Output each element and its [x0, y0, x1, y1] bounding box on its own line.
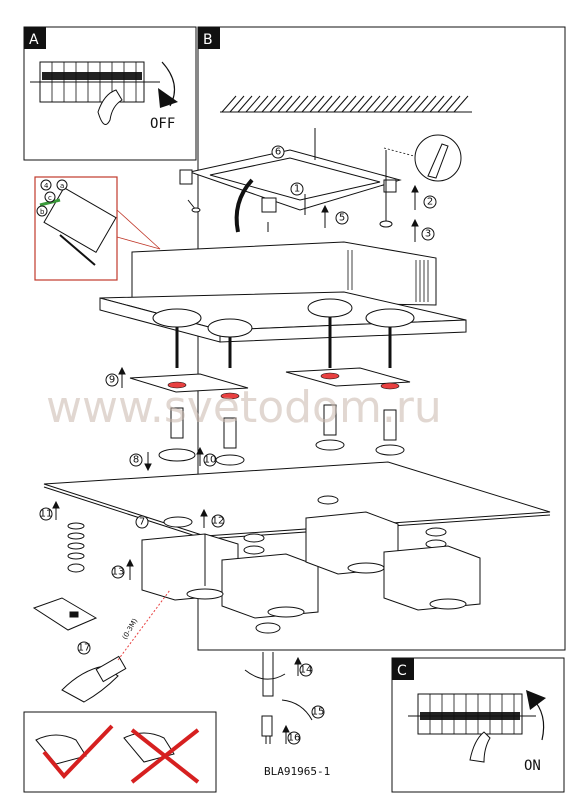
step-3: 3 — [425, 229, 431, 240]
wiring-callout-c: c — [48, 194, 52, 202]
ceiling-hatch — [220, 95, 472, 113]
step-15: 15 — [312, 707, 325, 718]
wiring-callout-4: 4 — [44, 182, 49, 190]
step-9: 9 — [109, 375, 115, 386]
spacer-tubes — [158, 404, 405, 466]
step-12: 12 — [212, 516, 225, 527]
step-2: 2 — [427, 197, 433, 208]
bulb-icon — [244, 652, 313, 744]
wiring-callout-a: a — [60, 182, 64, 190]
washer-stack — [67, 495, 447, 573]
step-arrows — [52, 184, 419, 744]
switch-off-label: OFF — [150, 116, 175, 132]
arrow-head-icon — [526, 690, 546, 710]
switch-on-label: ON — [524, 758, 541, 774]
panel-b-tag: B — [203, 32, 213, 48]
gu10-ring — [255, 622, 281, 634]
panel-a-tag: A — [29, 32, 39, 48]
panel-c-tag: C — [397, 663, 407, 679]
step-13: 13 — [112, 567, 125, 578]
step-8: 8 — [133, 455, 139, 466]
lamp-cubes — [141, 511, 481, 619]
wiring-inset: 4 a c b — [34, 176, 161, 281]
correct-check-icon — [42, 724, 114, 779]
step-14: 14 — [300, 665, 313, 676]
glass-plate — [43, 461, 551, 540]
panel-a-switch-off: A OFF — [23, 26, 197, 161]
breaker-panel-icon — [30, 61, 160, 125]
step-17: 17 — [78, 643, 91, 654]
canopy-base — [99, 241, 467, 343]
panel-b-assembly: B — [197, 26, 566, 651]
step-6: 6 — [275, 147, 281, 158]
step-5: 5 — [339, 213, 345, 224]
cable-handling-panel — [23, 711, 217, 793]
panel-c-switch-on: C ON — [391, 657, 565, 793]
wrong-cross-icon — [130, 728, 200, 784]
mounting-bracket — [179, 149, 402, 232]
arrow-head-icon — [158, 88, 178, 108]
remote-control-icon — [32, 589, 171, 703]
step-callouts: 1 2 3 5 6 7 8 9 10 11 12 13 14 15 16 17 — [39, 145, 437, 745]
step-10: 10 — [204, 455, 217, 466]
screw-icon — [191, 128, 393, 228]
rod-nuts — [152, 298, 415, 338]
step-16: 16 — [288, 733, 301, 744]
bracket-plates — [129, 367, 411, 393]
breaker-panel-icon — [408, 693, 536, 763]
remote-range-label: (0-3M) — [121, 617, 140, 641]
step-1: 1 — [294, 184, 300, 195]
step-11: 11 — [40, 509, 53, 520]
supply-cable — [234, 178, 254, 233]
anchor-dowel-callout — [383, 134, 462, 182]
model-code: BLA91965-1 — [264, 765, 330, 778]
watermark: www.svetodom.ru — [46, 382, 442, 433]
step-7: 7 — [139, 517, 145, 528]
wiring-callout-b: b — [40, 208, 45, 216]
